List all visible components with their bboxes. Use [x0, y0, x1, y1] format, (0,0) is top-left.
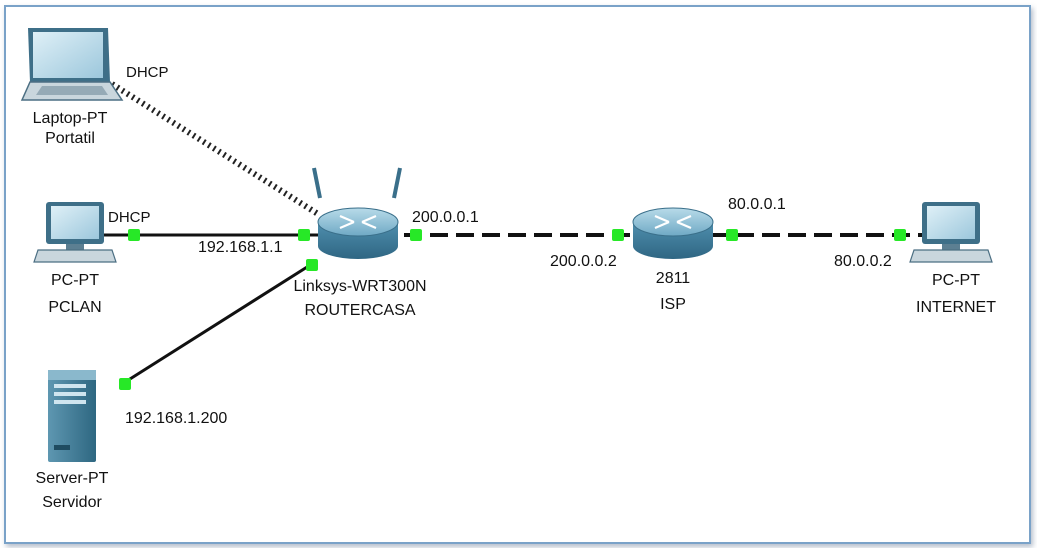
isp-name-label: ISP [660, 296, 686, 313]
router-lan-ip-label: 192.168.1.1 [198, 239, 283, 256]
router-model-label: Linksys-WRT300N [293, 278, 427, 295]
pclan-name-label: PCLAN [48, 299, 102, 316]
isp-left-ip-label: 200.0.0.2 [550, 253, 617, 270]
pclan-dhcp-label: DHCP [108, 209, 151, 226]
internet-ip-label: 80.0.0.2 [834, 253, 892, 270]
pclan-model-label: PC-PT [51, 272, 99, 289]
internet-name-label: INTERNET [916, 299, 996, 316]
isp-right-ip-label: 80.0.0.1 [728, 196, 786, 213]
link-server-router [121, 260, 316, 386]
internet-pc-icon[interactable] [909, 202, 993, 263]
linksys-router-icon[interactable] [312, 167, 402, 259]
isp-model-label: 2811 [655, 270, 691, 287]
isp-router-icon[interactable] [632, 207, 714, 259]
router-wan-ip-label: 200.0.0.1 [412, 209, 479, 226]
server-ip-label: 192.168.1.200 [125, 410, 228, 427]
router-name-label: ROUTERCASA [304, 302, 416, 319]
laptop-model-label: Laptop-PT [32, 110, 108, 127]
laptop-name-label: Portatil [45, 130, 95, 147]
server-name-label: Servidor [42, 494, 102, 511]
internet-model-label: PC-PT [932, 272, 980, 289]
server-icon[interactable] [48, 370, 96, 462]
topology-canvas [4, 5, 1031, 544]
pc-icon[interactable] [33, 202, 117, 263]
laptop-dhcp-label: DHCP [126, 64, 169, 81]
laptop-icon[interactable] [20, 28, 124, 101]
server-model-label: Server-PT [35, 470, 109, 487]
wireless-link [110, 81, 320, 217]
port-lights [119, 229, 906, 390]
